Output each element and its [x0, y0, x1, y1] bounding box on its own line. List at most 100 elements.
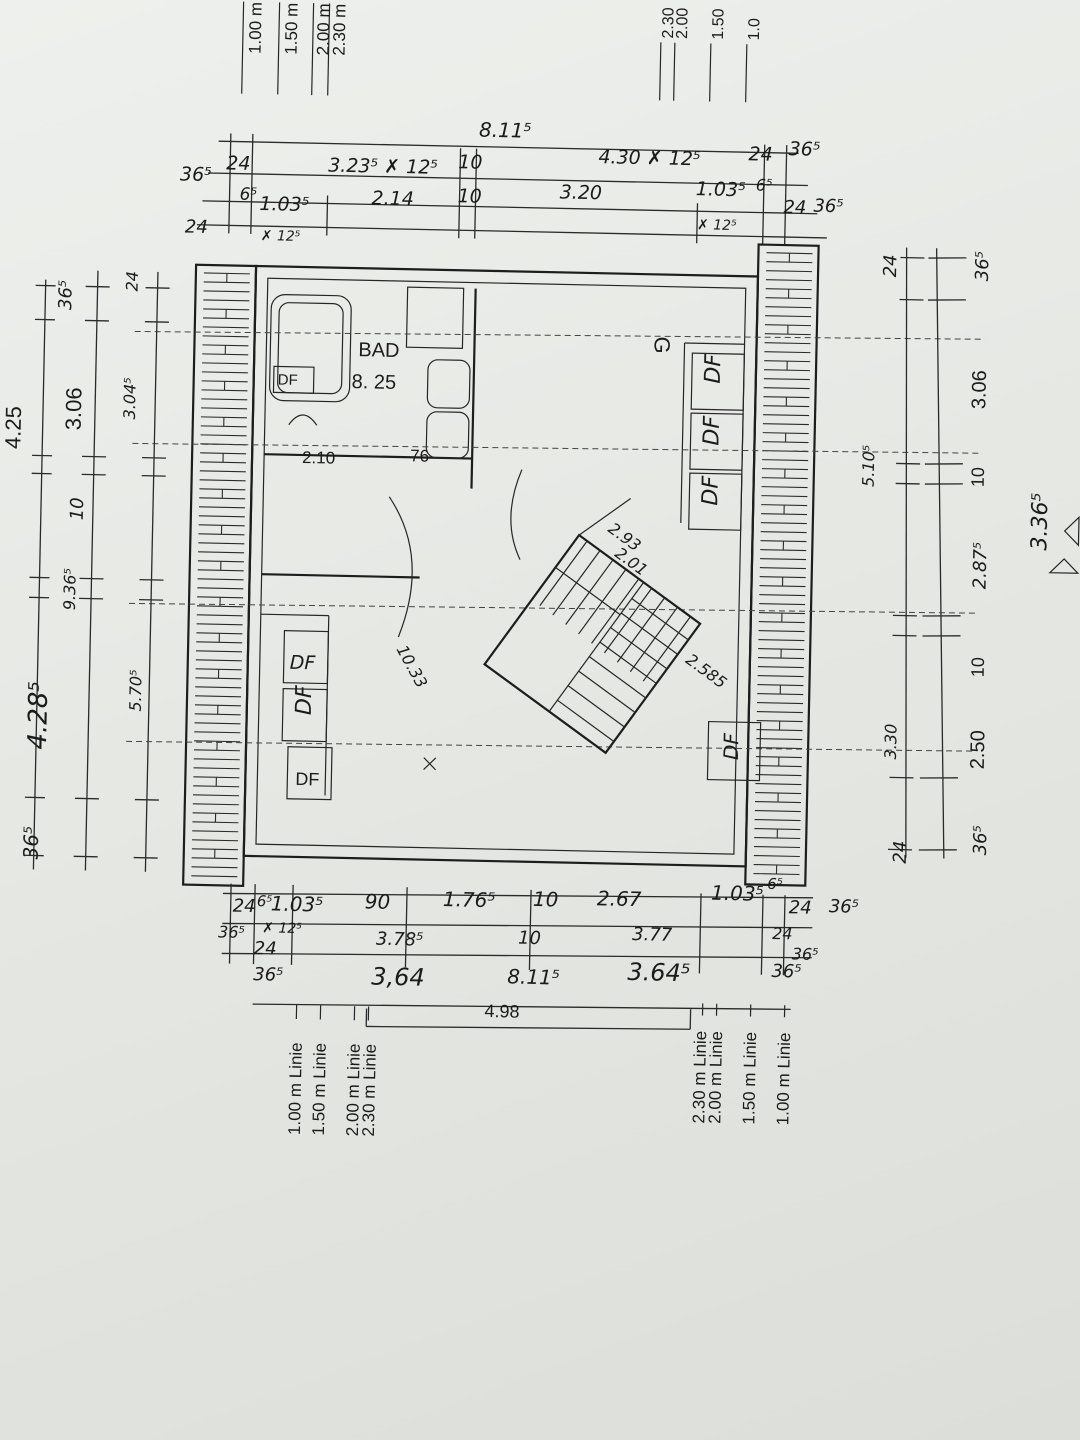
drawing-stroke — [764, 342, 811, 345]
drawing-stroke — [765, 279, 812, 282]
dim-label: 1.03⁵ — [696, 178, 746, 201]
drawing-stroke — [922, 615, 961, 617]
drawing-stroke — [765, 315, 812, 318]
bottom-right-height-lines: 2.30 m Linie 2.00 m Linie 1.50 m Linie 1… — [689, 1003, 794, 1125]
height-line-label: 1.00 m Linie — [285, 1042, 306, 1135]
drawing-stroke — [191, 866, 238, 869]
drawing-stroke — [548, 582, 645, 712]
drawing-stroke — [79, 597, 104, 600]
dim-label: ✗ 12⁵ — [262, 920, 302, 937]
drawing-stroke — [74, 797, 99, 800]
drawing-stroke — [760, 531, 807, 534]
drawing-stroke — [194, 731, 241, 734]
drawing-stroke — [759, 594, 806, 597]
drawing-stroke — [759, 567, 806, 570]
drawing-stroke — [202, 335, 249, 338]
drawing-stroke — [620, 612, 679, 655]
dim-label: 36⁵ — [55, 280, 77, 311]
drawing-stroke — [203, 290, 250, 293]
height-line-label: 2.30 m — [330, 4, 350, 56]
roof-window-label: DF — [701, 353, 727, 383]
dim-label: 36⁵ — [771, 961, 802, 983]
dim-label: 10 — [457, 185, 482, 208]
dim-label: 4.25 — [0, 406, 26, 449]
drawing-stroke — [555, 566, 621, 616]
dim-label: 4.28⁵ — [23, 681, 54, 750]
dim-label: 3.77 — [632, 924, 673, 946]
height-line-label: 1.50 m Linie — [739, 1032, 760, 1125]
drawing-stroke — [762, 423, 809, 426]
right-dimension-chain: 24 36⁵ 3.06 10 2.87⁵ 10 2.50 36⁵ 24 3.36… — [859, 247, 1080, 864]
drawing-stroke — [199, 470, 246, 473]
dim-label: 3.23⁵ ✗ 12⁵ — [328, 154, 438, 178]
drawing-stroke — [896, 462, 921, 465]
drawing-stroke — [763, 387, 810, 390]
drawing-stroke — [900, 256, 925, 259]
dim-label: 3.06 — [61, 387, 87, 430]
drawing-stroke — [145, 287, 170, 289]
height-line-label: 2.00 m — [314, 3, 334, 55]
room-mark: G — [649, 336, 674, 354]
drawing-stroke — [755, 783, 802, 786]
drawing-stroke — [895, 482, 920, 485]
dim-label: 5.10⁵ — [859, 445, 879, 487]
drawing-stroke — [763, 414, 810, 417]
dim-label: 36⁵ — [829, 896, 860, 918]
dim-label: 24 — [783, 197, 806, 218]
dim-label: 24 — [185, 216, 208, 237]
dim-label: 10 — [968, 467, 988, 487]
drawing-stroke — [578, 670, 636, 713]
drawing-stroke — [919, 777, 958, 779]
drawing-stroke — [191, 875, 238, 878]
drawing-stroke — [756, 747, 803, 750]
drawing-stroke — [924, 483, 963, 485]
dim-label: 3,64 — [371, 963, 425, 992]
drawing-stroke — [892, 614, 917, 617]
drawing-stroke — [134, 798, 159, 801]
drawing-stroke — [642, 616, 691, 682]
dim-label: 6⁵ — [257, 892, 273, 910]
drawing-stroke — [202, 362, 249, 365]
drawing-stroke — [754, 819, 801, 822]
drawing-stroke — [757, 666, 804, 669]
room-area: 8. 25 — [351, 371, 396, 394]
dim-label: 24 — [748, 143, 773, 166]
dim-label: 36⁵ — [253, 964, 284, 986]
room-width-label: 76 — [410, 446, 429, 465]
dim-label: 10 — [533, 887, 559, 912]
height-line-label: 2.00 — [674, 7, 692, 39]
height-line-label: 1.50 m Linie — [309, 1043, 330, 1136]
dim-label: 36⁵ — [972, 251, 994, 282]
drawing-stroke — [753, 854, 800, 858]
drawing-stroke — [928, 257, 967, 259]
bottom-dimension-chain: 24 6⁵ 1.03⁵ 90 1.76⁵ 10 2.67 1.03⁵ 6⁵ 24… — [218, 875, 860, 1030]
drawing-stroke — [142, 456, 167, 459]
room-name: BAD — [358, 339, 400, 362]
drawing-stroke — [761, 513, 808, 516]
drawing-stroke — [761, 486, 808, 489]
drawing-stroke — [290, 884, 294, 965]
dim-label: 10 — [458, 151, 483, 174]
drawing-stroke — [762, 459, 809, 462]
drawing-stroke — [202, 326, 249, 329]
drawing-stroke — [85, 285, 110, 288]
drawing-stroke — [133, 856, 158, 859]
height-line-label: 1.50 m — [282, 3, 302, 55]
drawing-stroke — [927, 299, 966, 301]
drawing-stroke — [755, 774, 802, 777]
drawing-stroke — [198, 551, 245, 554]
drawing-stroke — [922, 635, 961, 637]
dim-label: 3.30 — [881, 724, 901, 760]
stair-dim: 10.33 — [393, 642, 432, 691]
top-left-height-lines: 1.00 m 1.50 m 2.00 m 2.30 m — [241, 1, 350, 96]
roof-window-label: DF — [278, 371, 298, 388]
building-walls — [126, 243, 985, 887]
height-line-label: 2.00 m Linie — [343, 1043, 364, 1136]
dim-label: 24 — [123, 271, 142, 292]
drawing-stroke — [758, 630, 805, 633]
drawing-stroke — [588, 656, 647, 699]
top-dimension-chain: 8.11⁵ 36⁵ 24 3.23⁵ ✗ 12⁵ 10 4.30 ✗ 12⁵ 2… — [180, 118, 844, 246]
drawing-stroke — [760, 558, 807, 561]
dim-label: 3.04⁵ — [120, 377, 140, 419]
roof-window-label: DF — [698, 475, 724, 505]
